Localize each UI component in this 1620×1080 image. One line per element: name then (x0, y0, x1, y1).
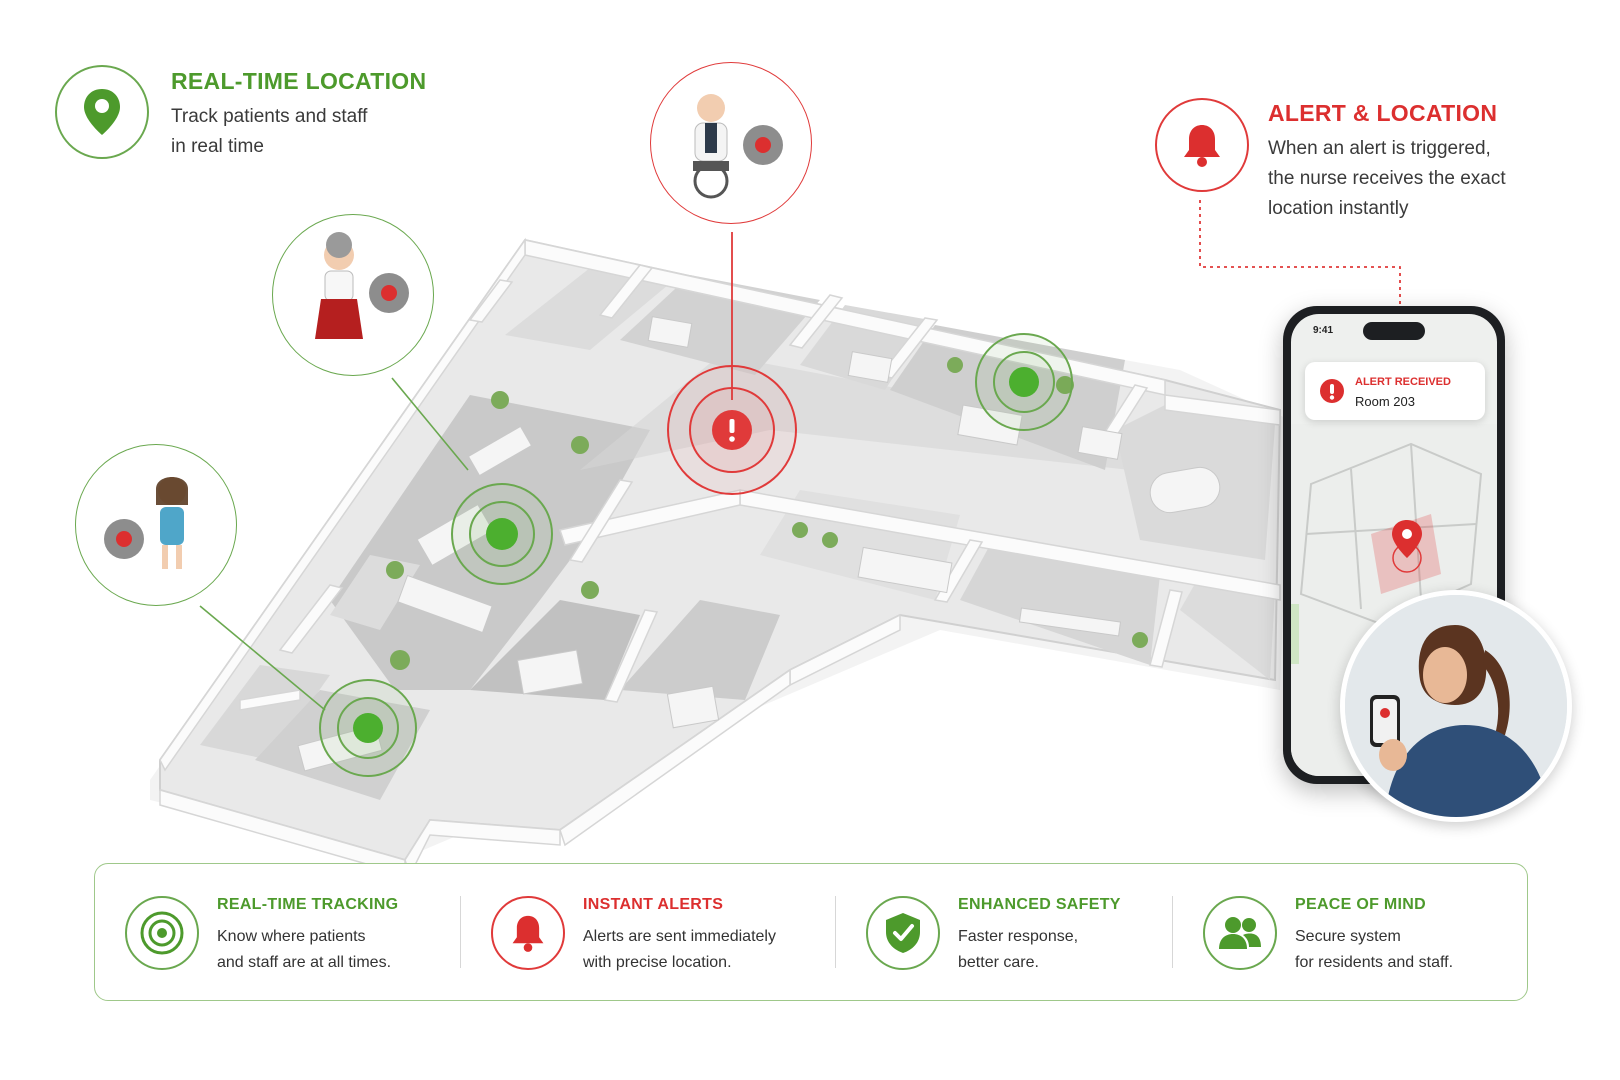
realtime-title: REAL-TIME LOCATION (171, 68, 427, 94)
feature-divider (1172, 896, 1173, 968)
alert-marker (667, 365, 797, 495)
feature-title: ENHANCED SAFETY (958, 896, 1121, 913)
nurse-photo (1340, 590, 1572, 822)
feature-title: PEACE OF MIND (1295, 896, 1427, 913)
feature-description-line1: Secure system (1295, 928, 1401, 945)
resident-woman-bubble (272, 214, 434, 376)
feature-divider (460, 896, 461, 968)
nurse-illustration (1345, 595, 1567, 817)
feature-divider (835, 896, 836, 968)
alert-exclamation-icon (1320, 379, 1344, 403)
location-pin-icon (84, 89, 120, 135)
feature-description: Alerts are sent immediately with precise… (583, 924, 823, 976)
realtime-text-line1: Track patients and staff (171, 106, 368, 127)
alert-notification[interactable]: ALERT RECEIVED Room 203 (1305, 362, 1485, 420)
feature-description-line2: for residents and staff. (1295, 954, 1454, 971)
realtime-text-line2: in real time (171, 136, 264, 157)
feature-instant-alerts: INSTANT ALERTS Alerts are sent immediate… (461, 864, 831, 1000)
shield-check-icon (886, 913, 920, 953)
feature-peace-of-mind: PEACE OF MIND Secure system for resident… (1173, 864, 1523, 1000)
feature-title: INSTANT ALERTS (583, 896, 724, 913)
bell-icon-badge (1155, 98, 1249, 192)
elderly-woman-avatar (315, 232, 409, 339)
feature-description-line2: with precise location. (583, 954, 732, 971)
people-icon (1219, 917, 1261, 949)
phone-clock: 9:41 (1313, 325, 1334, 336)
wheelchair-resident-avatar (693, 94, 783, 199)
alert-location-text-line3: location instantly (1268, 198, 1409, 219)
bell-icon (1184, 125, 1220, 167)
feature-description-line1: Faster response, (958, 928, 1079, 945)
feature-icon-badge (491, 896, 565, 970)
feature-description: Know where patients and staff are at all… (217, 924, 457, 976)
feature-icon-badge (1203, 896, 1277, 970)
feature-enhanced-safety: ENHANCED SAFETY Faster response, better … (836, 864, 1176, 1000)
location-pin-icon-badge (55, 65, 149, 159)
resident-wheelchair-bubble (650, 62, 812, 224)
feature-icon-badge (866, 896, 940, 970)
realtime-text: Track patients and staff in real time (171, 102, 367, 162)
staff-girl-bubble (75, 444, 237, 606)
feature-icon-badge (125, 896, 199, 970)
alert-location-title: ALERT & LOCATION (1268, 100, 1498, 126)
location-marker-bottom (319, 679, 417, 777)
feature-description-line2: better care. (958, 954, 1039, 971)
feature-title: REAL-TIME TRACKING (217, 896, 399, 913)
feature-real-time-tracking: REAL-TIME TRACKING Know where patients a… (95, 864, 455, 1000)
feature-description: Faster response, better care. (958, 924, 1198, 976)
feature-description-line1: Know where patients (217, 928, 366, 945)
feature-description: Secure system for residents and staff. (1295, 924, 1535, 976)
alert-notification-room: Room 203 (1355, 394, 1415, 409)
location-marker-middle (451, 483, 553, 585)
phone-notch (1363, 322, 1425, 340)
alert-location-text-line2: the nurse receives the exact (1268, 168, 1506, 189)
target-icon (140, 911, 184, 955)
alert-location-text: When an alert is triggered, the nurse re… (1268, 134, 1506, 224)
alert-notification-title: ALERT RECEIVED (1355, 376, 1451, 388)
bell-icon (512, 915, 544, 952)
feature-description-line1: Alerts are sent immediately (583, 928, 776, 945)
staff-member-avatar (104, 477, 188, 569)
location-marker-top (975, 333, 1073, 431)
feature-description-line2: and staff are at all times. (217, 954, 392, 971)
features-panel: REAL-TIME TRACKING Know where patients a… (94, 863, 1528, 1001)
alert-location-text-line1: When an alert is triggered, (1268, 138, 1491, 159)
